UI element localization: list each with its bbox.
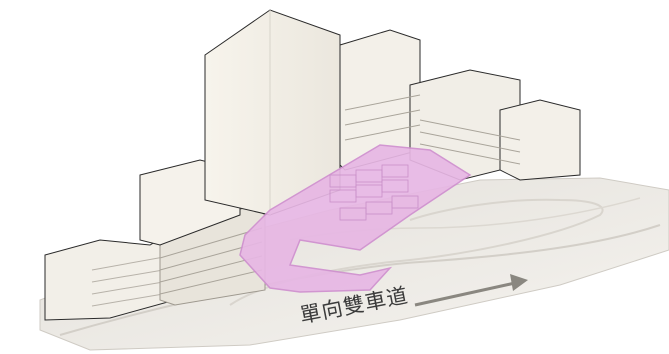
road-outer-curve (59, 224, 661, 336)
right-parking-floors (344, 94, 521, 165)
parking-stall-lines (329, 164, 419, 221)
right-tower-3 (499, 99, 581, 181)
arrow-right-icon (414, 274, 528, 307)
highlighted-parking-deck (239, 144, 472, 293)
